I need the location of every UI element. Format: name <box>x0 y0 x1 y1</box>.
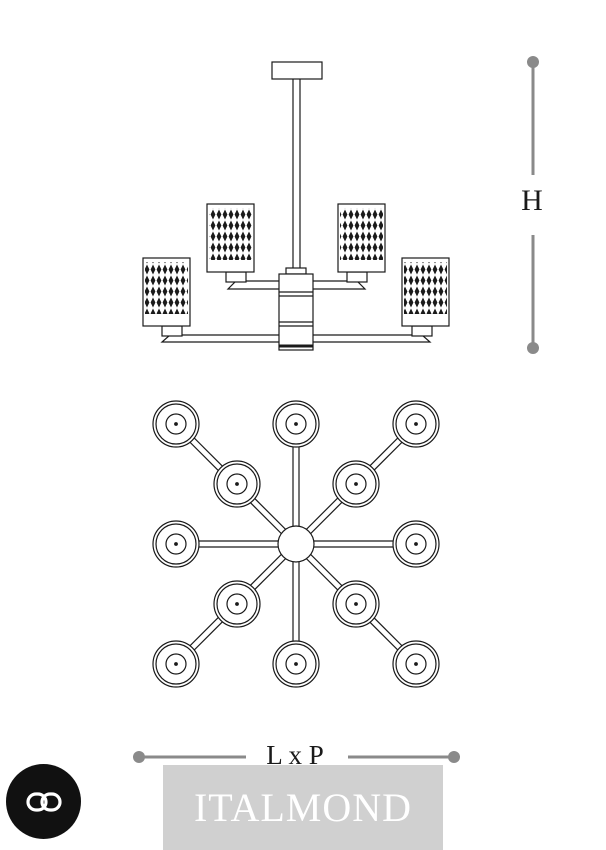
plan-lamp-inner-center <box>235 602 239 606</box>
plan-lamp-inner-center <box>235 482 239 486</box>
plan-lamp-outer-rim <box>275 643 317 685</box>
plan-lamp-inner-socket <box>345 593 367 615</box>
watermark: ITALMOND <box>163 765 443 850</box>
plan-lamp-inner-socket <box>226 593 248 615</box>
plan-lamp-outer-rim <box>275 403 317 445</box>
plan-lamp-inner-center <box>354 482 358 486</box>
arm-lower-right <box>313 334 432 343</box>
plan-lamp-outer-rim <box>155 643 197 685</box>
shade-lower-right <box>401 257 450 327</box>
plan-lamp-outer-socket <box>405 653 427 675</box>
plan-lamp-outer-center <box>174 542 178 546</box>
height-dimension-line <box>527 56 539 354</box>
arm-upper-left <box>226 280 279 290</box>
plan-lamp-inner-rim <box>335 583 377 625</box>
plan-lamp-outer-socket <box>405 413 427 435</box>
plan-lamp-inner-rim <box>335 463 377 505</box>
shade-lower-left <box>142 257 191 327</box>
plan-lamp-outer-rim <box>155 523 197 565</box>
plan-lamp-outer-center <box>174 422 178 426</box>
plan-lamp-inner-center <box>354 602 358 606</box>
plan-lamp-outer-rim <box>155 403 197 445</box>
plan-view <box>152 400 440 688</box>
plan-lamp-outer-center <box>174 662 178 666</box>
footprint-dimension-line <box>133 751 460 763</box>
plan-lamp-outer-center <box>414 542 418 546</box>
central-body <box>278 267 314 351</box>
plan-lamp-inner-socket <box>345 473 367 495</box>
plan-lamp-inner-rim <box>216 583 258 625</box>
height-label: H <box>521 184 543 217</box>
plan-lamp-outer-socket <box>165 653 187 675</box>
plan-lamp-outer-socket <box>285 653 307 675</box>
link-icon <box>25 791 62 812</box>
arm-upper-right <box>313 280 367 290</box>
plan-lamp-outer-socket <box>165 413 187 435</box>
shade-upper-right <box>337 203 386 273</box>
plan-lamp-outer-rim <box>395 643 437 685</box>
plan-lamp-inner-socket <box>226 473 248 495</box>
watermark-text: ITALMOND <box>193 785 413 830</box>
plan-lamp-outer-socket <box>405 533 427 555</box>
plan-lamp-outer-socket <box>285 413 307 435</box>
arm-lower-left <box>160 334 279 343</box>
chat-button[interactable] <box>6 764 81 839</box>
plan-lamp-outer-center <box>414 662 418 666</box>
shade-upper-left <box>206 203 255 273</box>
plan-lamp-outer-rim <box>395 523 437 565</box>
plan-hub <box>277 525 315 563</box>
plan-lamp-outer-center <box>294 662 298 666</box>
plan-lamp-outer-center <box>294 422 298 426</box>
plan-lamp-inner-rim <box>216 463 258 505</box>
plan-lamp-outer-center <box>414 422 418 426</box>
plan-lamp-outer-rim <box>395 403 437 445</box>
ceiling-canopy <box>271 61 323 80</box>
plan-lamp-outer-socket <box>165 533 187 555</box>
front-elevation <box>142 61 450 351</box>
